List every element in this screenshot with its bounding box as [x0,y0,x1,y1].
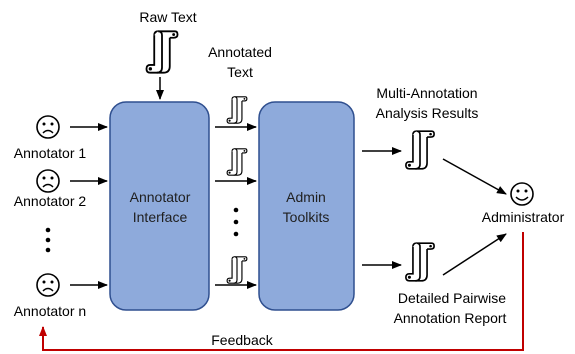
annotated-document-1-icon [226,96,248,124]
annotator-1-label: Annotator 1 [14,145,87,161]
admin-toolkits-label-line1: Admin [286,189,326,205]
multi-results-document-icon [404,130,436,170]
annotated-ellipsis [233,207,239,237]
annotator-n-sad-face-icon [36,273,60,297]
raw-text-label: Raw Text [139,9,196,25]
administrator-label: Administrator [482,209,565,225]
results-to-admin-arrow [442,158,507,195]
multi-results-label-line2: Analysis Results [376,105,479,121]
pairwise-report-label-line1: Detailed Pairwise [398,290,506,306]
administrator-smiley-face-icon [510,182,534,206]
annotated-text-label-line1: Annotated [208,44,272,60]
multi-results-label-line1: Multi-Annotation [376,85,477,101]
raw-text-document-icon [145,30,179,74]
annotator-ellipsis [45,227,51,253]
annotator-interface-label-line2: Interface [133,209,188,225]
annotator-2-sad-face-icon [36,169,60,193]
annotated-text-label-line2: Text [227,64,253,80]
annotator-2-label: Annotator 2 [14,193,87,209]
annotated-document-2-icon [226,148,248,176]
admin-toolkits-label-line2: Toolkits [283,209,330,225]
pairwise-report-document-icon [404,242,436,282]
admin-toolkits-box [258,101,355,311]
annotator-n-label: Annotator n [14,303,86,319]
annotated-document-n-icon [226,256,248,284]
annotator-1-sad-face-icon [36,115,60,139]
feedback-arrow [39,232,524,351]
feedback-label: Feedback [211,332,273,348]
report-to-admin-arrow [442,233,507,276]
annotator-interface-box [109,101,210,311]
annotator-interface-label-line1: Annotator [130,189,191,205]
pairwise-report-label-line2: Annotation Report [394,310,507,326]
